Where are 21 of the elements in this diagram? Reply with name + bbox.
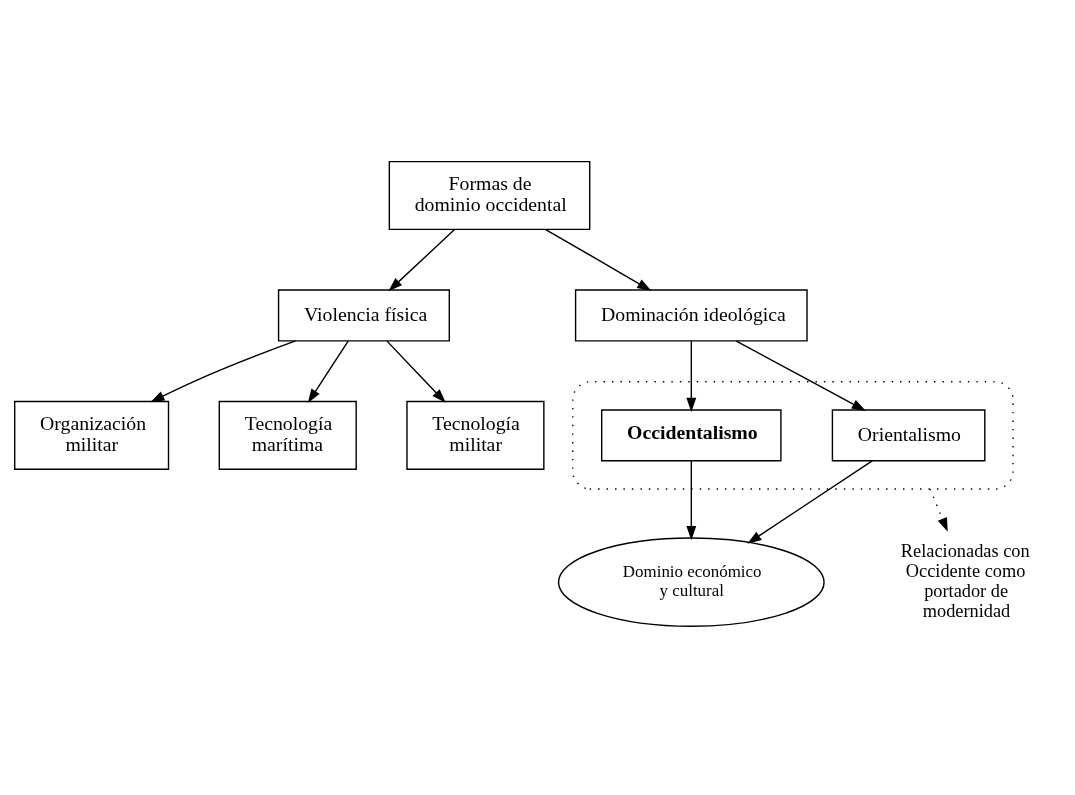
arrow — [545, 228, 652, 291]
arrow — [686, 339, 697, 412]
arrow — [735, 339, 866, 411]
node-box: Organización militar — [14, 400, 170, 470]
cluster — [572, 380, 1014, 490]
node-box: Tecnología marítima — [218, 400, 357, 470]
arrow — [388, 228, 456, 291]
node-box: Formas de dominio occidental — [388, 160, 591, 230]
arrow — [150, 339, 297, 402]
node-box: Violencia física — [277, 288, 450, 342]
node-box: Dominación ideológica — [574, 288, 808, 342]
arrow — [929, 487, 948, 532]
arrow — [307, 339, 349, 403]
arrow — [686, 460, 697, 540]
node-box: Orientalismo — [831, 408, 986, 461]
node-box: Tecnología militar — [406, 400, 545, 470]
arrow — [386, 339, 446, 403]
node-text: Relacionadas con Occidente como portador de modernidad — [900, 540, 1030, 621]
arrow — [747, 459, 873, 544]
node-ellipse: Dominio económico y cultural — [557, 536, 825, 627]
node-box: Occidentalismo — [601, 408, 782, 461]
